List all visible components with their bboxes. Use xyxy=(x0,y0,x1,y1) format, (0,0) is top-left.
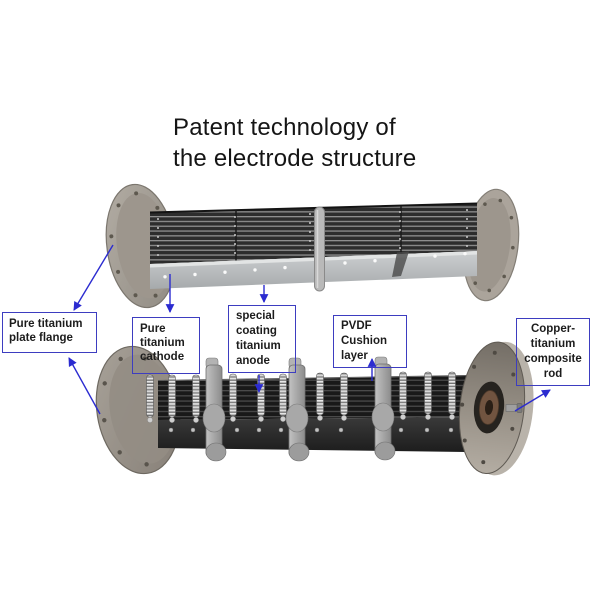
page-title-line-1: Patent technology of xyxy=(173,114,396,141)
callout-cathode-line-3: cathode xyxy=(140,351,185,363)
callout-anode-line-1: special xyxy=(236,310,275,322)
callout-anode: special coating titanium anode xyxy=(228,305,296,373)
callout-plate-flange-line-1: Pure titanium xyxy=(9,318,83,330)
callout-copper-rod-line-1: Copper- xyxy=(530,323,576,335)
callout-anode-line-3: titanium xyxy=(236,340,281,352)
top-right-flange xyxy=(462,188,520,302)
callout-copper-rod: Copper- titanium composite rod xyxy=(516,318,590,386)
callout-copper-rod-line-3: composite xyxy=(524,353,582,365)
compression-springs xyxy=(146,371,456,423)
callout-plate-flange-line-2: plate flange xyxy=(9,332,73,344)
callout-pvdf-line-1: PVDF xyxy=(341,320,372,332)
connector-arrow-copper-rod xyxy=(514,389,551,412)
connector-arrow-flange-top xyxy=(73,244,114,311)
connector-arrows xyxy=(68,244,551,415)
panel-bolts xyxy=(168,427,454,433)
bottom-right-flange xyxy=(458,341,534,476)
cushion-clamps xyxy=(202,356,396,462)
top-base-plate xyxy=(150,251,477,289)
page-title: Patent technology of the electrode struc… xyxy=(173,112,416,174)
rod-spacer-dots xyxy=(157,209,468,256)
base-plate-holes xyxy=(163,252,467,279)
callout-copper-rod-line-4: rod xyxy=(543,368,563,380)
top-middle-ring xyxy=(314,206,325,292)
callout-pvdf-line-3: layer xyxy=(341,350,368,362)
connector-arrow-flange-bottom xyxy=(68,357,101,415)
callout-pvdf-cushion: PVDF Cushion layer xyxy=(333,315,407,368)
electrode-photo-bottom xyxy=(95,341,534,476)
page-title-line-2: the electrode structure xyxy=(173,145,417,172)
callout-cathode-line-2: titanium xyxy=(140,337,185,349)
callout-cathode-line-1: Pure xyxy=(140,323,166,335)
callout-anode-line-4: anode xyxy=(236,355,270,367)
callout-anode-line-2: coating xyxy=(236,325,277,337)
callout-copper-rod-line-2: titanium xyxy=(530,338,576,350)
top-electrode-stack xyxy=(149,202,478,264)
callout-cathode: Pure titanium cathode xyxy=(132,317,200,374)
callout-plate-flange: Pure titanium plate flange xyxy=(2,312,97,353)
callout-pvdf-line-2: Cushion xyxy=(341,335,387,347)
electrode-photo-top xyxy=(105,183,520,309)
